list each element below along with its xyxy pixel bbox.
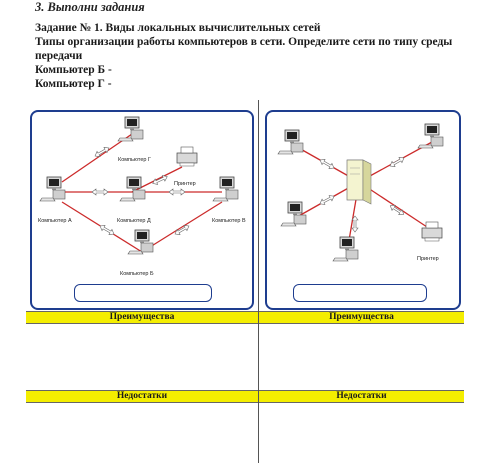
label-pc-v: Компьютер В [212,218,246,224]
advantages-cell-left[interactable] [26,323,258,389]
network-links [61,133,223,253]
label-pc-d: Компьютер Д [117,218,151,224]
computer-icon [117,116,144,142]
disadvantages-cell-left[interactable] [26,402,258,463]
computer-icon [277,129,304,155]
double-arrow-icon [91,188,109,196]
double-arrow-icon [388,202,406,218]
left-network-diagram: Компьютер Г Принтер Компьютер А Компьюте… [30,110,254,310]
task-table: Компьютер Г Принтер Компьютер А Компьюте… [26,100,464,463]
double-arrow-icon [168,188,186,196]
advantages-header-right: Преимущества [259,311,464,324]
double-arrow-icon [98,223,116,237]
double-arrow-icon [351,215,359,233]
label-pc-a: Компьютер А [38,218,72,224]
computer-icon [332,236,359,262]
label-printer: Принтер [174,181,196,187]
disadvantages-header-right: Недостатки [259,390,464,403]
computer-icon [417,123,444,149]
task-text-line-1: Типы организации работы компьютеров в се… [35,36,453,48]
advantages-header-left: Преимущества [26,311,258,324]
double-arrow-icon [318,157,336,171]
computer-icon [212,176,239,202]
double-arrow-icon [93,145,111,159]
task-title: Задание № 1. Виды локальных вычислительн… [35,22,321,34]
label-pc-b: Компьютер Б [120,271,154,277]
section-title: 3. Выполни задания [35,0,145,14]
label-printer: Принтер [417,256,439,262]
computer-icon [39,176,66,202]
answer-field-right[interactable] [293,284,427,302]
computer-g-prompt: Компьютер Г - [35,78,112,90]
printer-icon [421,221,443,242]
star-topology-figure: Принтер [277,123,444,262]
double-arrow-icon [318,193,336,207]
printer-icon [176,146,198,167]
disadvantages-header-left: Недостатки [26,390,258,403]
ring-topology-figure: Компьютер Г Принтер Компьютер А Компьюте… [38,116,246,277]
advantages-cell-right[interactable] [259,323,464,389]
answer-field-left[interactable] [74,284,212,302]
right-network-diagram: Принтер [265,110,461,310]
label-pc-g: Компьютер Г [118,157,151,163]
computer-icon [119,176,146,202]
column-divider [258,100,259,463]
server-cabinet-icon [346,159,372,205]
computer-b-prompt: Компьютер Б - [35,64,112,76]
disadvantages-cell-right[interactable] [259,402,464,463]
task-text-line-2: передачи [35,50,83,62]
